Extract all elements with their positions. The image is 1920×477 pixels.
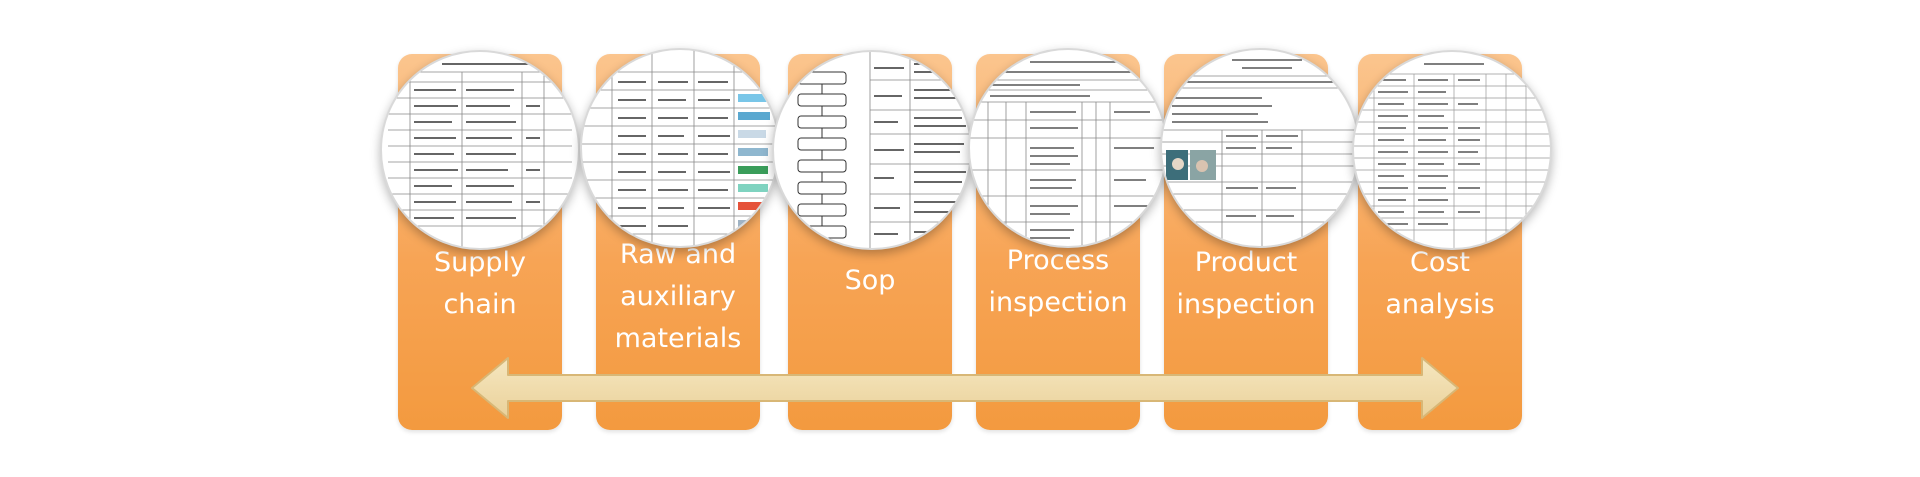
spreadsheet-icon [1354, 63, 1550, 248]
inspection-report-icon [1162, 59, 1358, 246]
supply-chain-document-thumbnail [380, 50, 580, 250]
card-label-line: inspection [1176, 289, 1316, 320]
card-label: Raw and auxiliary materials [596, 234, 760, 360]
inspection-form-icon [970, 61, 1166, 246]
card-label-line: Process [1006, 245, 1110, 276]
card-label: Sop [788, 260, 952, 302]
card-label-line: materials [614, 323, 742, 354]
raw-materials-document-thumbnail [580, 48, 780, 248]
card-label-line: analysis [1385, 289, 1495, 320]
card-label-line: Supply [433, 247, 526, 278]
bidirectional-arrow-icon [471, 357, 1459, 419]
materials-table-icon [582, 50, 778, 246]
card-label: Process inspection [976, 240, 1140, 324]
table-document-icon [388, 63, 572, 248]
card-label: Product inspection [1164, 242, 1328, 326]
cost-analysis-document-thumbnail [1352, 50, 1552, 250]
process-inspection-document-thumbnail [968, 48, 1168, 248]
card-label-line: chain [443, 289, 517, 320]
card-label-line: Sop [844, 265, 896, 296]
card-label-line: Product [1194, 247, 1298, 278]
flowchart-document-icon [797, 52, 970, 248]
card-label: Supply chain [398, 242, 562, 326]
sop-document-thumbnail [772, 50, 972, 250]
card-label: Cost analysis [1358, 242, 1522, 326]
product-inspection-document-thumbnail [1160, 48, 1360, 248]
card-label-line: auxiliary [620, 281, 736, 312]
card-label-line: Cost [1409, 247, 1471, 278]
card-label-line: inspection [988, 287, 1128, 318]
